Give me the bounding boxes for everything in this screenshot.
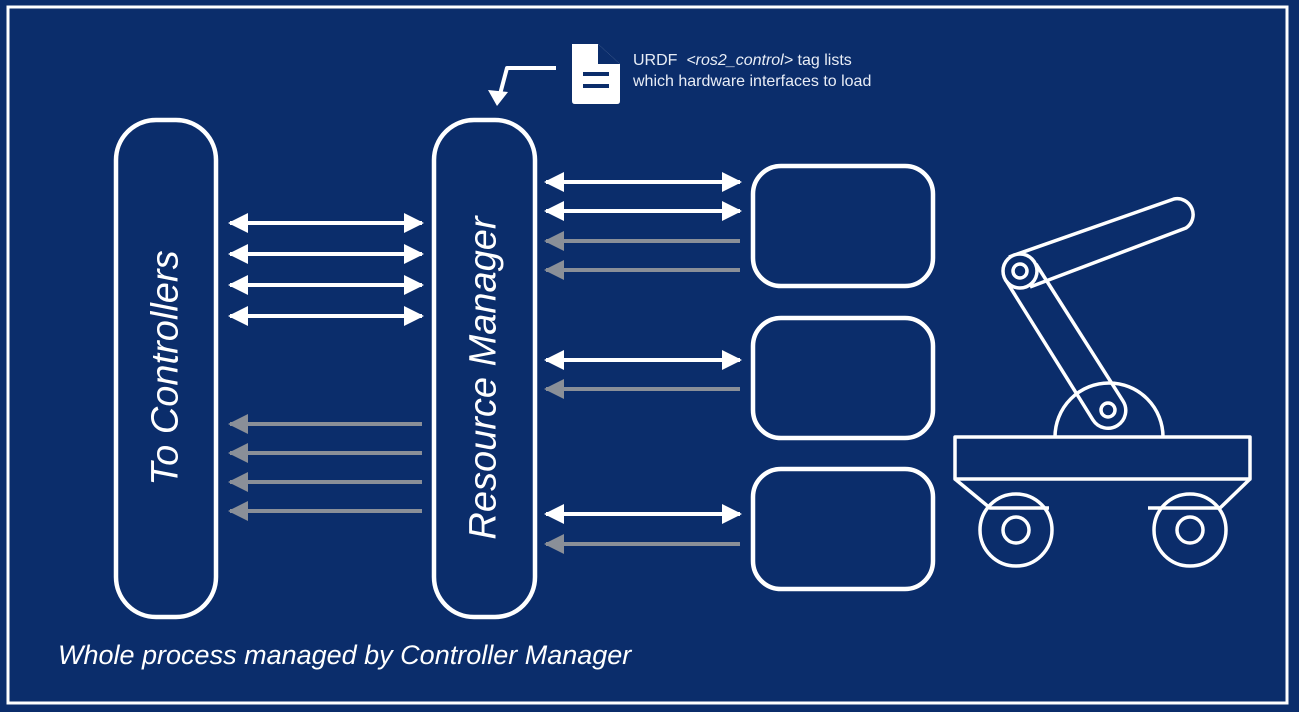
to-controllers-label: To Controllers — [144, 250, 187, 486]
command-arrows-left — [228, 213, 424, 326]
urdf-pointer-arrow — [497, 66, 556, 99]
document-icon — [572, 44, 620, 104]
resource-manager-box — [431, 117, 538, 620]
hardware-box-1 — [750, 163, 936, 289]
urdf-note-line-2: which hardware interfaces to load — [633, 73, 872, 90]
ros2-control-tag: <ros2_control> — [686, 52, 794, 69]
urdf-note-line-1: URDF <ros2_control> tag lists — [633, 50, 871, 71]
state-arrows-left — [228, 414, 422, 521]
urdf-line1-suffix: tag lists — [797, 52, 852, 69]
hardware-box-3 — [750, 466, 936, 592]
outer-frame — [6, 5, 1289, 705]
footer-caption: Whole process managed by Controller Mana… — [58, 640, 632, 670]
command-arrows-right — [544, 172, 742, 524]
resource-manager-label: Resource Manager — [462, 216, 505, 540]
state-arrows-right — [544, 231, 740, 554]
to-controllers-box — [113, 117, 219, 620]
urdf-note: URDF <ros2_control> tag lists which hard… — [633, 50, 871, 92]
urdf-pointer-arrowhead — [488, 90, 508, 106]
robot-arm-cart-icon — [953, 196, 1252, 568]
hardware-box-2 — [750, 315, 936, 441]
urdf-prefix: URDF — [633, 52, 678, 69]
